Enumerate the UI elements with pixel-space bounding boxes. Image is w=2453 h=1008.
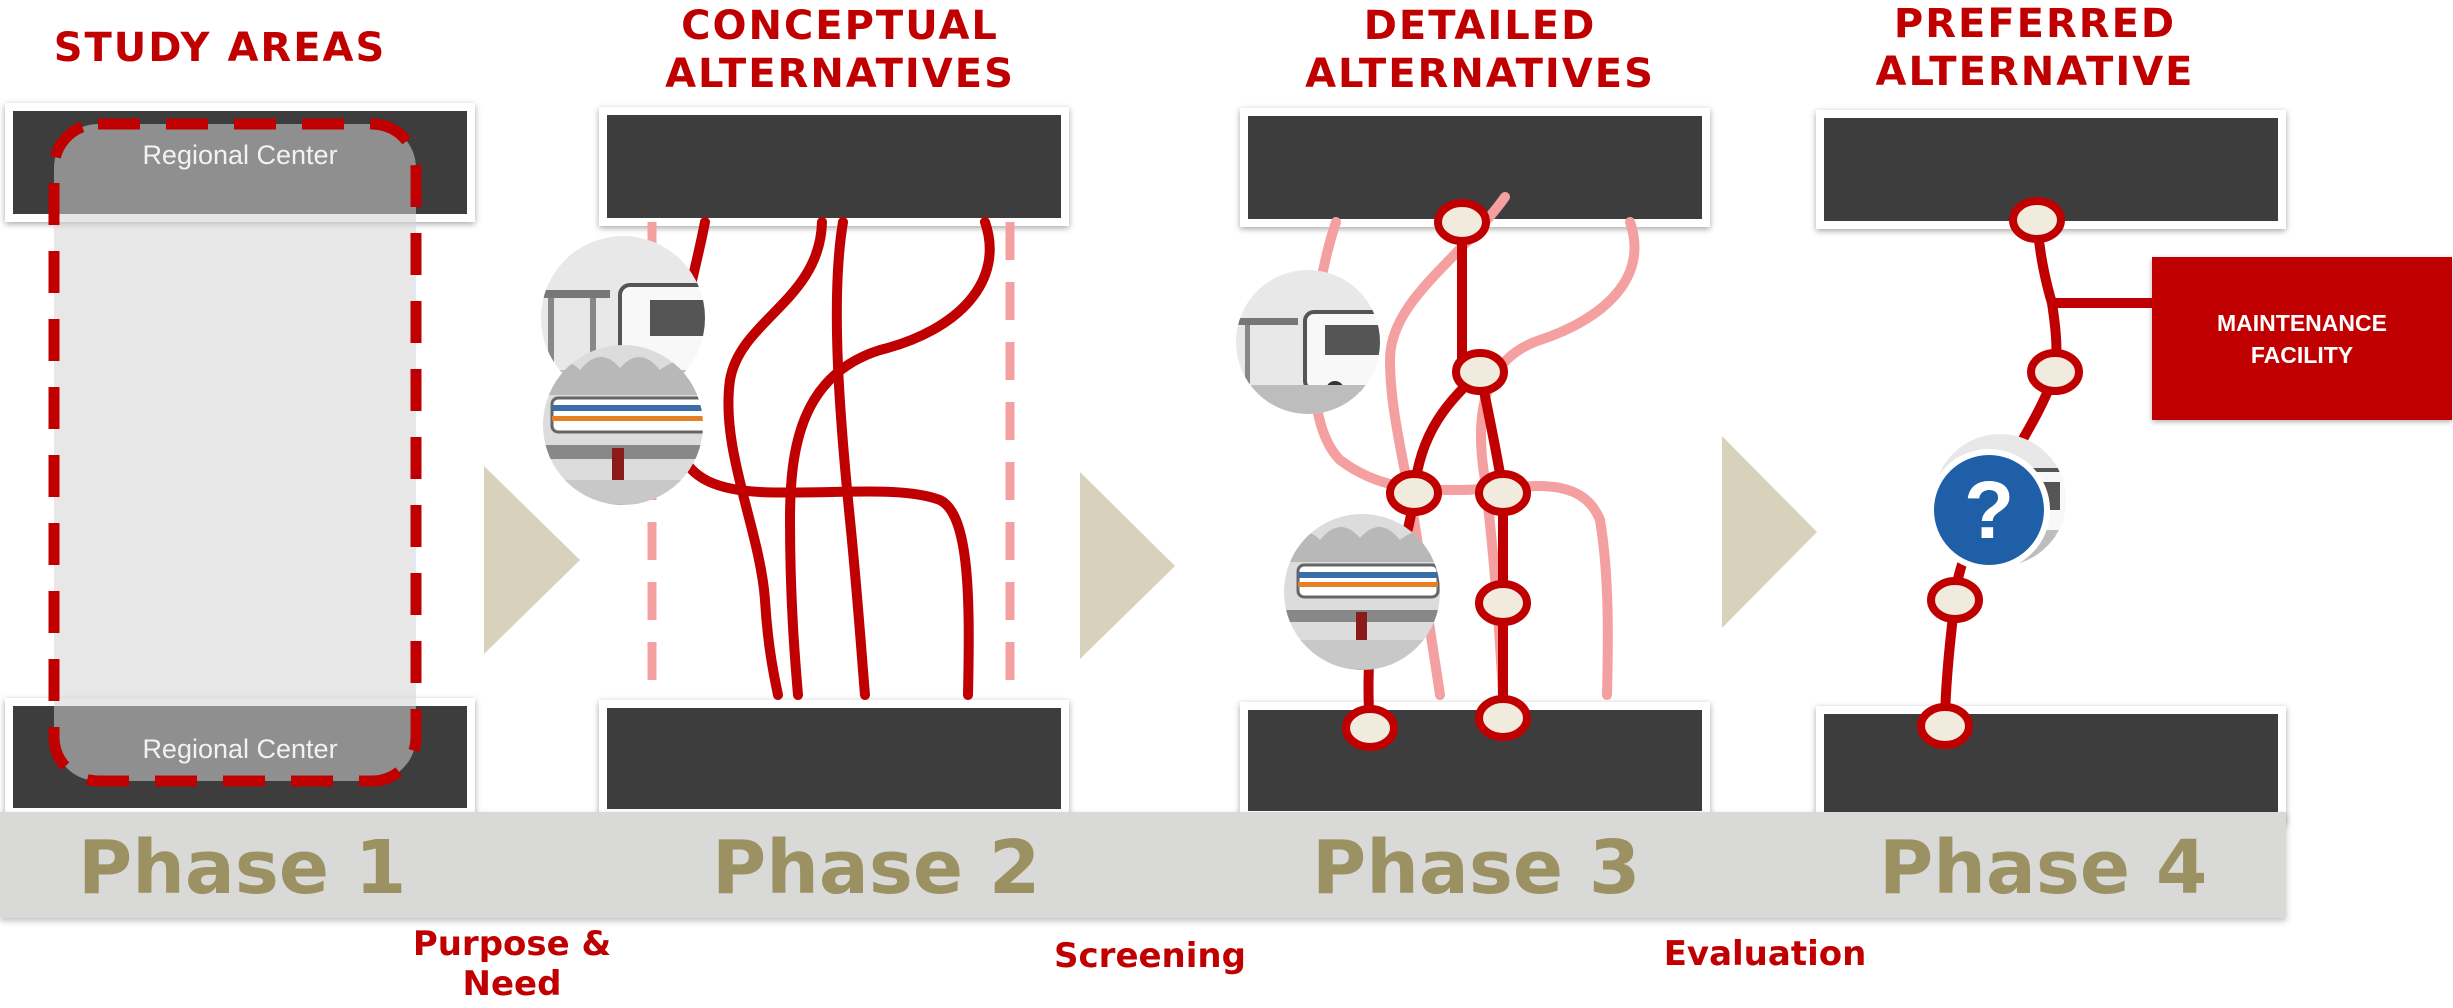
arrow-right-icon [1080,472,1175,659]
regional-center-label-bottom: Regional Center [142,734,338,764]
phase-4-label: Phase 4 [1879,825,2208,911]
maintenance-facility-box: MAINTENANCE FACILITY [2152,257,2452,420]
phase-1-label: Phase 1 [78,825,407,911]
arrow-right-icon [484,466,580,654]
heading-conceptual-alternatives: CONCEPTUAL ALTERNATIVES [665,3,1015,97]
phase-2-label: Phase 2 [712,825,1041,911]
phase3-stations [1342,199,1531,751]
step-screening: Screening [1054,936,1246,976]
bus-icon [1236,270,1380,414]
heading-study-areas: STUDY AREAS [53,25,387,71]
phase2-block-top [599,107,1069,226]
phase2-alignments [647,217,1015,700]
phase-band [0,812,2286,918]
phase4-stations [1917,197,2083,749]
step-purpose-need: Purpose & Need [412,924,612,1004]
heading-detailed-alternatives: DETAILED ALTERNATIVES [1305,3,1655,97]
phase4-block-bottom [1816,706,2286,823]
maintenance-facility-label: MAINTENANCE FACILITY [2217,309,2387,368]
heading-preferred-alternative: PREFERRED ALTERNATIVE [1875,1,2195,95]
step-evaluation: Evaluation [1663,934,1867,974]
question-mark-icon: ? [1928,449,2050,571]
phase-3-label: Phase 3 [1312,825,1641,911]
question-mark-glyph: ? [1964,465,2014,556]
regional-center-label-top: Regional Center [142,140,338,170]
arrow-right-icon [1722,436,1817,628]
study-area-boundary [48,118,422,787]
rail-icon [543,345,703,505]
